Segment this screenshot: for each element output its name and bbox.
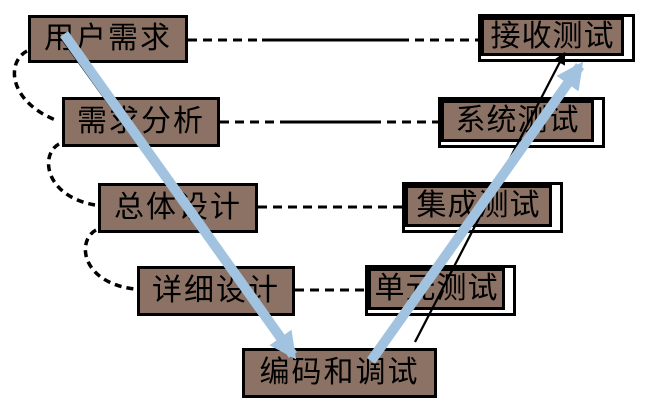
node-acceptance-testing: 接收测试 — [478, 14, 635, 62]
node-label: 用户需求 — [44, 21, 172, 56]
node-system-testing-inner: 系统测试 — [441, 100, 594, 142]
node-overall-design: 总体设计 — [98, 183, 258, 233]
node-label: 编码和调试 — [259, 355, 420, 390]
node-detailed-design: 详细设计 — [137, 266, 295, 316]
node-integration-testing: 集成测试 — [402, 182, 563, 233]
node-label: 集成测试 — [416, 188, 541, 223]
node-system-testing: 系统测试 — [438, 97, 605, 148]
node-label: 单元测试 — [374, 271, 499, 306]
node-label: 需求分析 — [77, 104, 205, 139]
node-integration-testing-inner: 集成测试 — [405, 185, 552, 227]
node-requirements-analysis: 需求分析 — [62, 97, 220, 147]
curve-overall-detailed — [83, 228, 135, 291]
node-label: 接收测试 — [490, 18, 615, 54]
curve-analysis-overall — [46, 142, 96, 207]
node-label: 总体设计 — [114, 190, 242, 225]
node-acceptance-testing-inner: 接收测试 — [481, 17, 624, 56]
node-user-requirements: 用户需求 — [28, 15, 188, 63]
node-coding-debugging: 编码和调试 — [242, 348, 437, 398]
node-label: 系统测试 — [455, 103, 580, 138]
node-unit-testing-inner: 单元测试 — [368, 268, 505, 310]
node-unit-testing: 单元测试 — [365, 265, 516, 316]
node-label: 详细设计 — [152, 273, 280, 308]
